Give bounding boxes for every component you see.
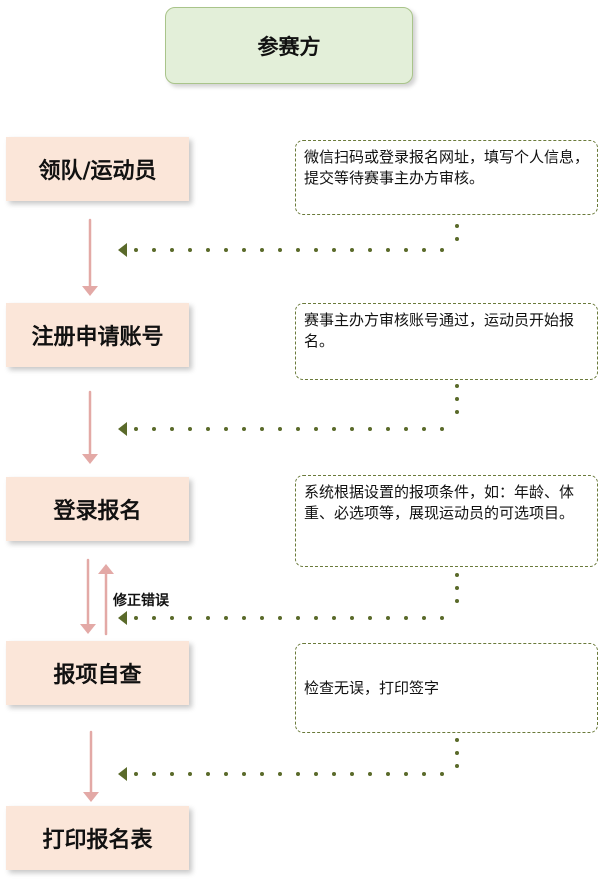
step-label-2: 注册申请账号 (31, 325, 164, 350)
note-text-2: 赛事主办方审核账号通过，运动员开始报名。 (304, 311, 575, 350)
note-box-2: 赛事主办方审核账号通过，运动员开始报名。 (295, 303, 598, 380)
down-arrows (80, 218, 114, 802)
step-label-5: 打印报名表 (42, 828, 153, 853)
title-label: 参赛方 (257, 34, 321, 59)
note-text-1: 微信扫码或登录报名网址，填写个人信息，提交等待赛事主办方审核。 (304, 148, 590, 187)
dotted-connector-3 (118, 573, 459, 625)
title-box: 参赛方 (165, 7, 413, 84)
down-arrow-1 (82, 218, 98, 296)
note-text-3: 系统根据设置的报项条件，如：年龄、体重、必选项等，展现运动员的可选项目。 (304, 483, 575, 522)
note-text-4: 检查无误，打印签字 (304, 678, 440, 697)
down-arrow-2 (82, 390, 98, 464)
fix-errors-label: 修正错误 (113, 593, 169, 609)
step-label-3: 登录报名 (53, 499, 142, 524)
up-arrow-fix (98, 564, 114, 636)
dotted-connector-2 (118, 384, 459, 436)
step-box-3: 登录报名 (6, 477, 189, 541)
step-label-4: 报项自查 (53, 663, 142, 688)
down-arrow-4 (83, 730, 99, 802)
dotted-connectors (118, 224, 459, 781)
dotted-connector-1 (118, 224, 459, 257)
note-box-1: 微信扫码或登录报名网址，填写个人信息，提交等待赛事主办方审核。 (295, 140, 598, 215)
note-box-4: 检查无误，打印签字 (295, 643, 598, 733)
note-box-3: 系统根据设置的报项条件，如：年龄、体重、必选项等，展现运动员的可选项目。 (295, 475, 598, 567)
step-label-1: 领队/运动员 (38, 159, 157, 184)
dotted-connector-4 (118, 738, 459, 781)
step-box-4: 报项自查 (6, 641, 189, 705)
step-box-1: 领队/运动员 (6, 137, 189, 201)
down-arrow-3 (80, 558, 96, 634)
step-box-5: 打印报名表 (6, 806, 189, 870)
step-box-2: 注册申请账号 (6, 303, 189, 367)
